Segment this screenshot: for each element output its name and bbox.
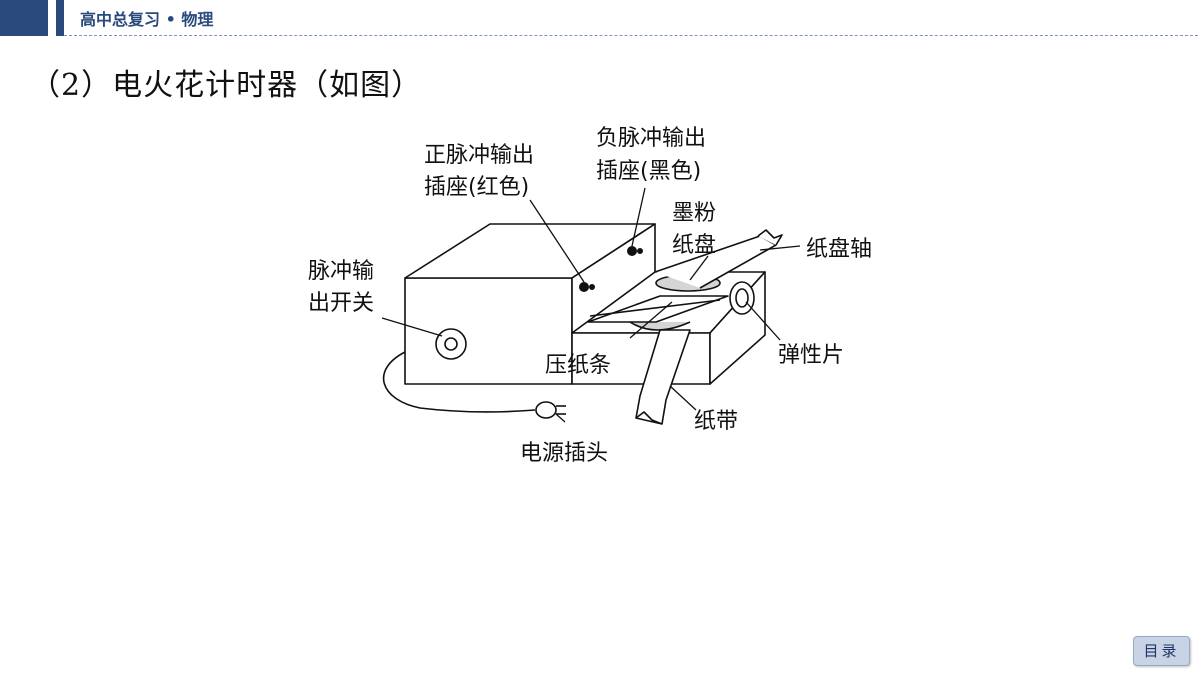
- section-title: （2）电火花计时器（如图）: [30, 68, 423, 103]
- label-press-strip: 压纸条: [545, 353, 611, 378]
- header-accent-bar: [56, 0, 64, 36]
- label-switch-2: 出开关: [308, 291, 374, 316]
- label-power-plug: 电源插头: [520, 441, 608, 466]
- lower-disc: [629, 321, 691, 331]
- label-negative-socket-2: 插座(黑色): [596, 159, 701, 184]
- label-spring-plate: 弹性片: [778, 343, 844, 368]
- power-plug: [535, 401, 557, 419]
- switch-knob-inner: [444, 337, 458, 351]
- toc-button[interactable]: 目录: [1133, 636, 1190, 666]
- label-ink-disc-2: 纸盘: [672, 233, 716, 258]
- spark-timer-diagram: 正脉冲输出 插座(红色) 负脉冲输出 插座(黑色) 墨粉 纸盘 纸盘轴 脉冲输 …: [308, 126, 872, 466]
- label-ink-disc-1: 墨粉: [672, 201, 716, 226]
- power-cord: [382, 351, 536, 413]
- header-divider: [64, 35, 1198, 36]
- negative-socket: [627, 246, 637, 256]
- press-strip: [587, 295, 729, 323]
- header-title: 高中总复习 • 物理: [80, 10, 214, 29]
- positive-socket: [579, 282, 589, 292]
- label-positive-socket-2: 插座(红色): [424, 175, 529, 200]
- label-switch-1: 脉冲输: [308, 259, 374, 284]
- header-block: [0, 0, 48, 36]
- label-paper-tape: 纸带: [694, 409, 738, 434]
- label-disc-axle: 纸盘轴: [806, 237, 872, 262]
- label-positive-socket-1: 正脉冲输出: [424, 143, 534, 168]
- label-negative-socket-1: 负脉冲输出: [596, 126, 706, 151]
